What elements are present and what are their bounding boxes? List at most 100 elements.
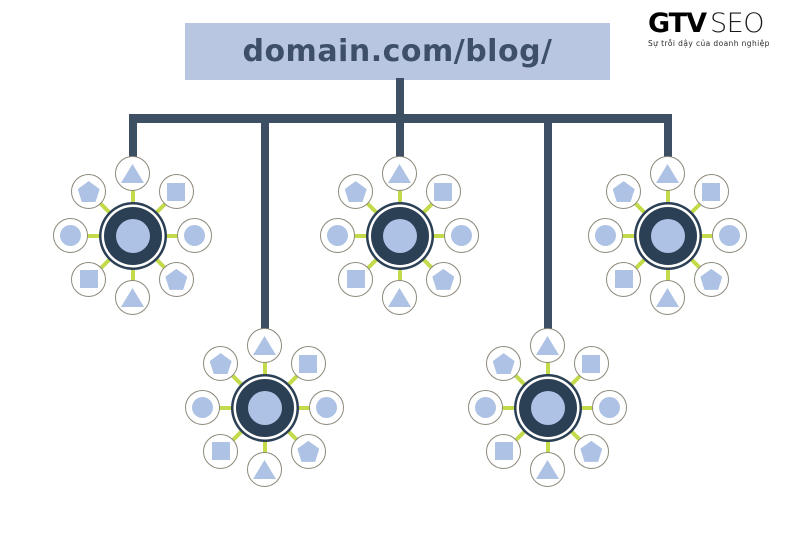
circle-icon — [327, 225, 348, 246]
hub-node — [104, 207, 162, 265]
circle-icon — [719, 225, 740, 246]
hub-node — [639, 207, 697, 265]
triangle-node — [650, 156, 685, 191]
connector-stem — [396, 78, 404, 116]
triangle-node — [382, 156, 417, 191]
triangle-icon — [536, 336, 559, 355]
circle-node — [588, 218, 623, 253]
hub-node — [519, 379, 577, 437]
circle-node — [309, 390, 344, 425]
square-node — [425, 174, 461, 210]
connector-drop-top-right — [664, 114, 672, 158]
triangle-node — [247, 452, 282, 487]
circle-node — [177, 218, 212, 253]
pentagon-icon — [700, 268, 723, 290]
circle-icon — [316, 397, 337, 418]
square-icon — [614, 270, 633, 289]
connector-horizontal-bar — [129, 114, 672, 123]
triangle-icon — [253, 460, 276, 479]
spoke — [548, 406, 610, 410]
hub-core — [651, 219, 685, 253]
pentagon-icon — [165, 268, 188, 290]
square-node — [338, 261, 374, 297]
hub-core — [116, 219, 150, 253]
circle-icon — [60, 225, 81, 246]
pentagon-node — [338, 174, 374, 210]
square-icon — [702, 182, 721, 201]
connector-drop-top-left — [129, 114, 137, 158]
triangle-icon — [121, 164, 144, 183]
pentagon-icon — [209, 353, 232, 375]
square-node — [693, 174, 729, 210]
circle-icon — [184, 225, 205, 246]
pentagon-node — [425, 261, 461, 297]
spoke — [133, 234, 195, 238]
triangle-node — [247, 328, 282, 363]
pentagon-icon — [77, 181, 100, 203]
circle-node — [592, 390, 627, 425]
triangle-icon — [388, 288, 411, 307]
square-node — [573, 346, 609, 382]
pentagon-node — [486, 346, 522, 382]
circle-node — [468, 390, 503, 425]
circle-node — [185, 390, 220, 425]
triangle-node — [115, 280, 150, 315]
pentagon-node — [71, 174, 107, 210]
connector-drop-bottom-right — [544, 123, 552, 330]
brand-name-suffix: SEO — [710, 8, 764, 39]
square-node — [606, 261, 642, 297]
triangle-node — [382, 280, 417, 315]
hub-core — [531, 391, 565, 425]
hub-node — [371, 207, 429, 265]
triangle-icon — [121, 288, 144, 307]
triangle-icon — [536, 460, 559, 479]
spoke — [668, 234, 730, 238]
square-icon — [346, 270, 365, 289]
circle-node — [712, 218, 747, 253]
brand-tagline: Sự trỗi dậy của doanh nghiệp — [648, 39, 770, 48]
square-icon — [582, 354, 601, 373]
pentagon-icon — [297, 440, 320, 462]
triangle-node — [115, 156, 150, 191]
square-icon — [434, 182, 453, 201]
circle-node — [444, 218, 479, 253]
triangle-icon — [656, 288, 679, 307]
triangle-node — [650, 280, 685, 315]
pentagon-icon — [492, 353, 515, 375]
circle-icon — [595, 225, 616, 246]
triangle-icon — [388, 164, 411, 183]
circle-icon — [192, 397, 213, 418]
root-url-box: domain.com/blog/ — [185, 23, 610, 80]
connector-drop-top-center — [396, 123, 404, 158]
root-url-label: domain.com/blog/ — [242, 34, 553, 69]
circle-icon — [451, 225, 472, 246]
square-node — [71, 261, 107, 297]
square-icon — [494, 442, 513, 461]
triangle-node — [530, 328, 565, 363]
square-node — [290, 346, 326, 382]
circle-icon — [599, 397, 620, 418]
circle-node — [320, 218, 355, 253]
square-icon — [299, 354, 318, 373]
circle-icon — [475, 397, 496, 418]
pentagon-node — [693, 261, 729, 297]
triangle-icon — [253, 336, 276, 355]
hub-core — [248, 391, 282, 425]
triangle-node — [530, 452, 565, 487]
spoke — [265, 406, 327, 410]
square-icon — [79, 270, 98, 289]
pentagon-node — [606, 174, 642, 210]
hub-core — [383, 219, 417, 253]
pentagon-icon — [344, 181, 367, 203]
triangle-icon — [656, 164, 679, 183]
square-node — [158, 174, 194, 210]
hub-node — [236, 379, 294, 437]
pentagon-icon — [580, 440, 603, 462]
connector-drop-bottom-left — [261, 123, 269, 330]
circle-node — [53, 218, 88, 253]
square-icon — [167, 182, 186, 201]
square-node — [203, 433, 239, 469]
